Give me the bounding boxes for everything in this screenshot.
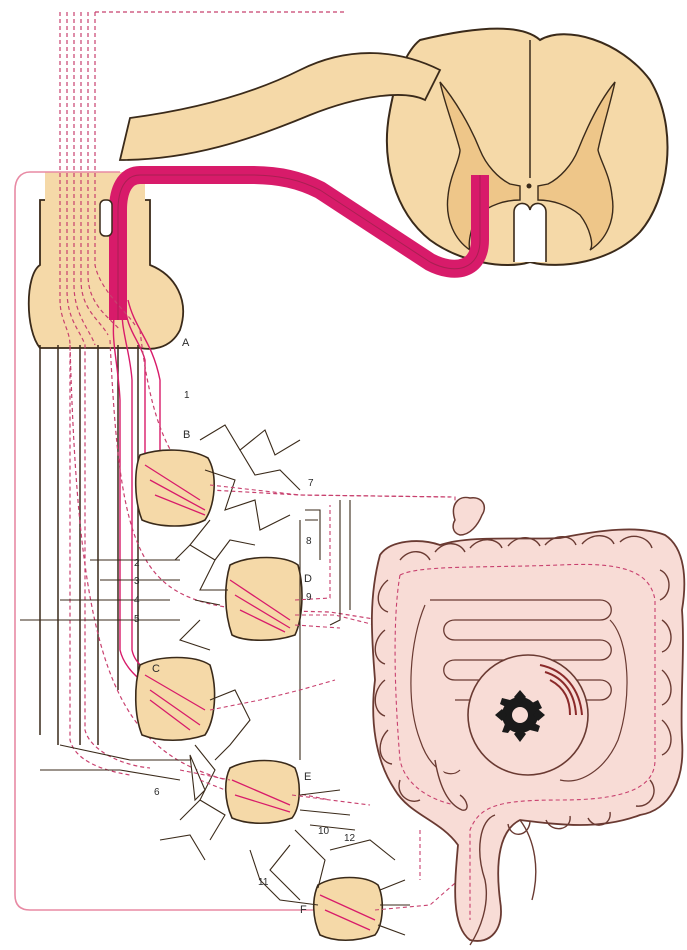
label-1: 1 [184,390,190,401]
nerve-inset-oval [100,200,112,236]
stomach [453,497,484,535]
label-4: 4 [134,595,140,606]
label-e: E [304,771,311,783]
ganglion-f [314,878,383,941]
white-ramus-left [40,345,138,745]
label-a: A [182,337,190,349]
label-f: F [300,904,307,916]
label-12: 12 [344,833,356,844]
label-7: 7 [308,478,314,489]
label-3: 3 [134,576,140,587]
label-d: D [304,573,312,585]
label-10: 10 [318,826,330,837]
ganglion-e [226,761,300,824]
central-canal [527,184,532,189]
anterior-fissure [514,203,546,262]
ganglion-c [136,658,215,741]
label-9: 9 [306,592,312,603]
label-11: 11 [258,877,269,888]
large-intestine [372,529,684,945]
label-2: 2 [134,558,140,569]
label-8: 8 [306,536,312,547]
label-c: C [152,663,160,675]
label-5: 5 [134,614,140,625]
ganglion-d [226,558,302,641]
intestine-lumen [512,707,528,723]
label-6: 6 [154,787,160,798]
label-b: B [183,429,190,441]
